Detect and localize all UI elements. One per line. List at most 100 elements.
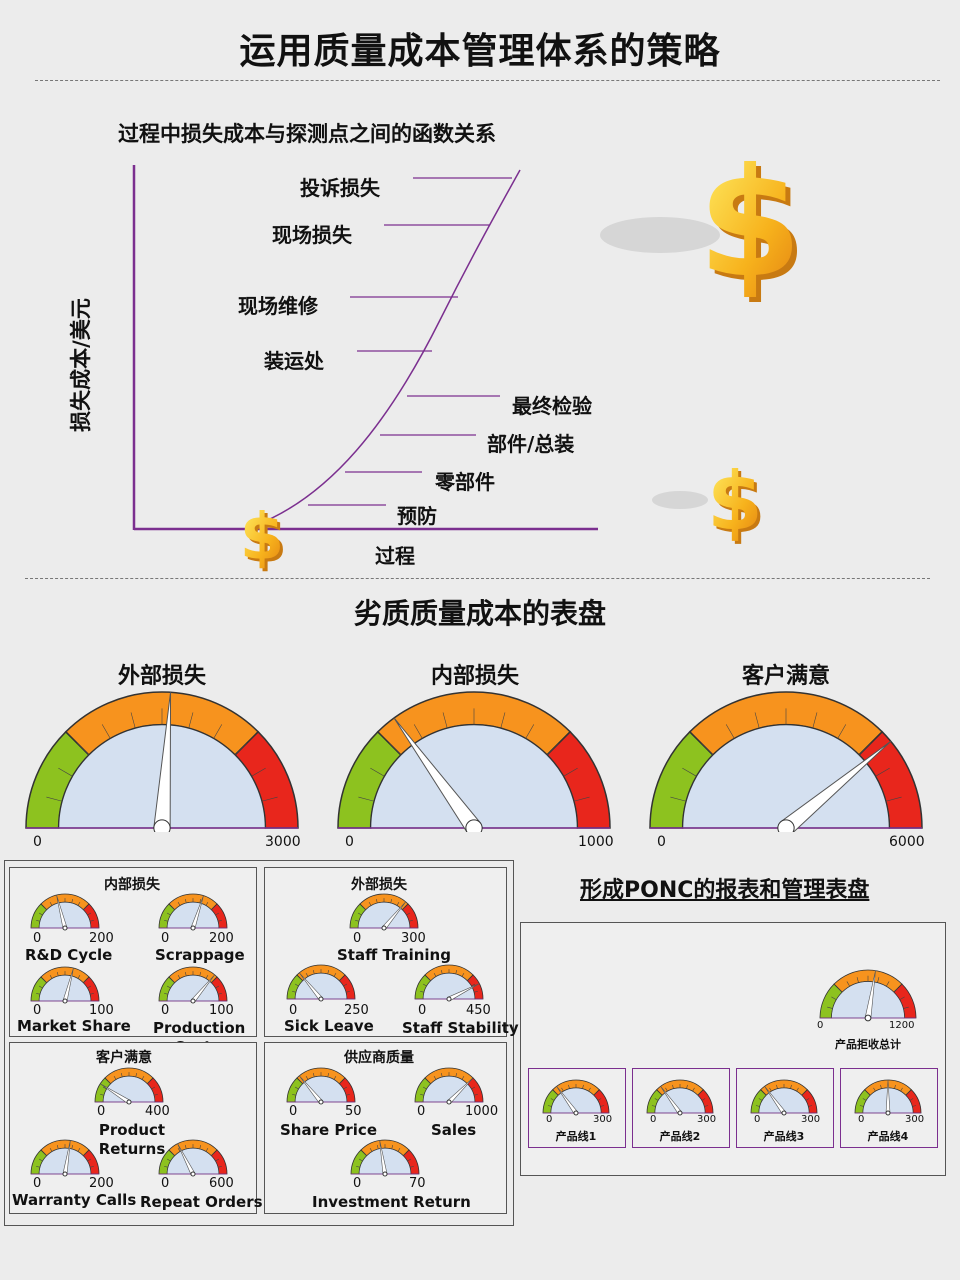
gauge-tick bbox=[38, 1158, 43, 1162]
gauge-hub bbox=[446, 996, 452, 1002]
panel-title: 内部损失 bbox=[104, 877, 160, 893]
gauge-tick bbox=[763, 1092, 767, 1096]
mini-gauge bbox=[93, 1066, 165, 1105]
tick-max: 100 bbox=[209, 1003, 234, 1018]
gauge-tick bbox=[177, 1147, 181, 1152]
gauge-label: Warranty Calls bbox=[12, 1191, 137, 1209]
gauge-tick bbox=[769, 1087, 772, 1092]
gauge-tick bbox=[77, 1147, 81, 1152]
tick-min: 0 bbox=[650, 1114, 657, 1125]
gauge-tick bbox=[796, 1087, 799, 1092]
gauge-tick bbox=[305, 1075, 309, 1080]
gauge-tick bbox=[184, 972, 187, 977]
gauge-tick bbox=[408, 919, 413, 922]
tick-min: 0 bbox=[754, 1114, 761, 1125]
gauge-tick bbox=[362, 906, 366, 910]
gauge-label: Staff Training bbox=[337, 946, 451, 964]
tick-max: 300 bbox=[401, 931, 426, 946]
gauge-tick bbox=[89, 919, 94, 922]
gauge-tick bbox=[83, 1152, 87, 1156]
gauge-tick bbox=[87, 1158, 92, 1162]
gauge-svg bbox=[337, 691, 611, 832]
tick-max: 250 bbox=[344, 1003, 369, 1018]
tick-min: 0 bbox=[418, 1003, 427, 1018]
gauge-tick bbox=[312, 970, 315, 975]
gauge-tick bbox=[406, 912, 411, 916]
gauge-tick bbox=[71, 1145, 74, 1150]
gauge-tick bbox=[391, 1145, 394, 1150]
gauge-tick bbox=[422, 1086, 427, 1090]
gauge-tick bbox=[550, 1098, 555, 1101]
tick-min: 0 bbox=[353, 931, 362, 946]
gauge-tick bbox=[422, 983, 427, 987]
gauge-tick bbox=[49, 1147, 53, 1152]
stage-label: 装运处 bbox=[264, 349, 324, 373]
tick-min: 0 bbox=[546, 1114, 553, 1125]
gauge-tick bbox=[420, 990, 425, 993]
gauge-svg bbox=[158, 1139, 228, 1177]
gauge-tick bbox=[153, 1093, 158, 1096]
gauge-label: 产品拒收总计 bbox=[835, 1038, 901, 1051]
svg-text:$: $ bbox=[703, 142, 807, 316]
gauge-tick bbox=[120, 1073, 123, 1078]
stage-label: 现场损失 bbox=[272, 223, 352, 247]
gauge-hub bbox=[153, 819, 171, 832]
gauge-tick bbox=[686, 1084, 688, 1089]
gauge-tick bbox=[49, 974, 53, 979]
ponc-title: 形成PONC的报表和管理表盘 bbox=[580, 878, 870, 903]
gauge-tick bbox=[433, 1075, 437, 1080]
gauge-tick bbox=[261, 796, 278, 802]
gauge-tick bbox=[413, 724, 423, 739]
gauge-hub bbox=[677, 1110, 683, 1116]
gauge-max: 3000 bbox=[265, 834, 301, 850]
gauge-hub bbox=[62, 925, 68, 931]
total-rejection-gauge bbox=[818, 968, 918, 1022]
gauge-tick bbox=[211, 1152, 215, 1156]
gauge-tick bbox=[856, 977, 859, 983]
mini-gauge bbox=[413, 1066, 485, 1105]
gauge-hub bbox=[62, 998, 68, 1004]
gauge-tick bbox=[333, 972, 337, 977]
gauge-tick bbox=[217, 992, 222, 995]
gauge-tick bbox=[83, 979, 87, 983]
tick-min: 0 bbox=[33, 1176, 42, 1191]
gauge-tick bbox=[299, 1080, 303, 1084]
gauge-tick bbox=[467, 977, 471, 981]
gauge-tick bbox=[665, 1087, 668, 1092]
gauge-tick bbox=[471, 1086, 476, 1090]
mini-gauge bbox=[157, 892, 229, 931]
gauge-label: Sales bbox=[431, 1121, 477, 1139]
tick-max: 300 bbox=[905, 1114, 925, 1125]
gauge-tick bbox=[755, 1105, 760, 1107]
gauge-hub bbox=[190, 1171, 196, 1177]
curve-title: 过程中损失成本与探测点之间的函数关系 bbox=[118, 122, 496, 146]
product-line-label: 产品线4 bbox=[867, 1130, 909, 1143]
gauge-label: Market Share bbox=[17, 1017, 131, 1035]
gauge-tick bbox=[455, 970, 458, 975]
gauge-tick bbox=[867, 1092, 871, 1096]
tick-min: 0 bbox=[289, 1104, 298, 1119]
gauge-tick bbox=[555, 1092, 559, 1096]
tick-max: 70 bbox=[409, 1176, 426, 1191]
gauge-tick bbox=[184, 1145, 187, 1150]
gauge-svg bbox=[750, 1079, 818, 1116]
gauge-tick bbox=[251, 767, 266, 777]
gauge-tick bbox=[58, 767, 73, 777]
divider bbox=[35, 80, 940, 81]
gauge-tick bbox=[725, 724, 735, 739]
gauge-min: 0 bbox=[657, 834, 666, 850]
gauge-tick bbox=[808, 1105, 813, 1107]
gauge-hub bbox=[382, 1171, 388, 1177]
gauge-tick bbox=[36, 992, 41, 995]
mini-gauge bbox=[157, 1138, 229, 1177]
gauge-tick bbox=[837, 724, 847, 739]
gauge-tick bbox=[692, 1087, 695, 1092]
gauge-label: R&D Cycle bbox=[25, 946, 113, 964]
gauge-svg bbox=[94, 1067, 164, 1105]
product-line-gauge bbox=[541, 1078, 611, 1116]
gauge-tick bbox=[205, 901, 209, 906]
gauge-tick bbox=[358, 796, 375, 802]
gauge-tick bbox=[89, 1165, 94, 1168]
gauge-label: Staff Stability bbox=[402, 1019, 519, 1037]
gauge-svg bbox=[649, 691, 923, 832]
